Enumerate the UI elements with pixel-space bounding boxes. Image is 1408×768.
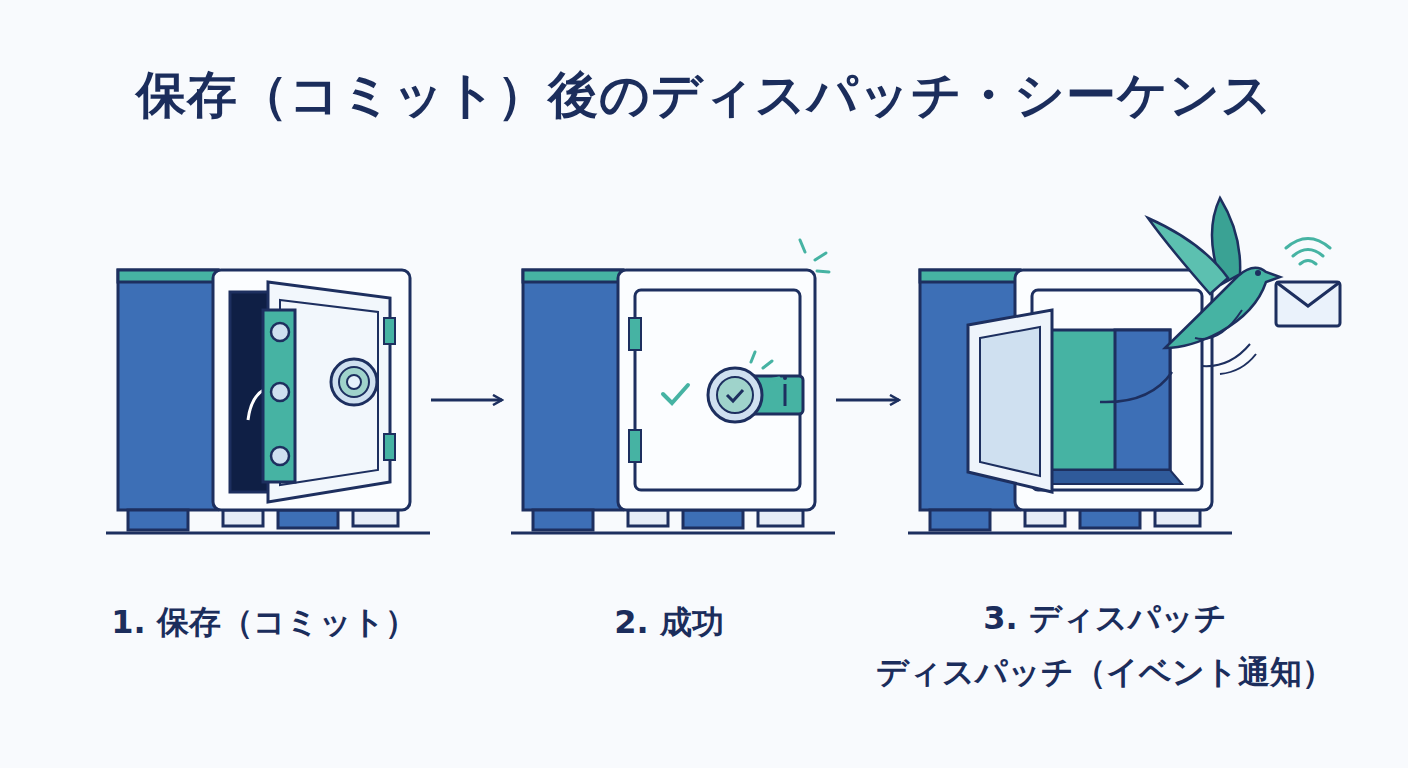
open-safe-part [347, 375, 361, 389]
open-safe-part [106, 270, 430, 533]
locked-safe-part [629, 318, 641, 350]
open-safe-part [331, 359, 377, 405]
open-safe-part [263, 310, 295, 482]
locked-safe-part [629, 430, 641, 462]
dispatch-safe-part [1255, 270, 1261, 276]
diagram-title: 保存（コミット）後のディスパッチ・シーケンス [0, 62, 1408, 129]
locked-safe-part [663, 385, 688, 403]
step-safe: 2. 成功 [518, 265, 820, 540]
dispatch-safe-part [1276, 282, 1340, 306]
dispatch-safe-part [908, 270, 1232, 533]
flow-arrow [836, 399, 899, 402]
open-safe-part [230, 292, 300, 492]
locked-safe-part [717, 377, 753, 413]
locked-safe-part [727, 390, 743, 401]
dispatch-safe-part [980, 327, 1040, 476]
locked-safe [511, 240, 835, 533]
dispatch-safe-part [1032, 290, 1202, 490]
step-caption: 2. 成功 [389, 595, 949, 649]
step-caption: 1. 保存（コミット） [0, 595, 544, 649]
step-caption: ディスパッチ（イベント通知） [825, 645, 1385, 699]
open-safe-part [271, 323, 289, 341]
dispatch-safe-part [1195, 310, 1242, 339]
dispatch-safe-part [968, 310, 1052, 492]
locked-safe-part [751, 352, 779, 380]
flow-arrow [431, 399, 502, 402]
dispatch-safe-part [1100, 372, 1172, 402]
dispatch-safe [908, 198, 1340, 533]
open-safe-part [384, 318, 395, 344]
step-safe: 3. ディスパッチディスパッチ（イベント通知） [915, 265, 1217, 540]
locked-safe-part [800, 240, 829, 272]
locked-safe-part [511, 270, 835, 533]
dispatch-safe-part [1286, 239, 1330, 265]
locked-safe-part [784, 384, 787, 406]
step-safe: 1. 保存（コミット） [113, 265, 415, 540]
open-safe-part [339, 367, 369, 397]
open-safe [106, 270, 430, 533]
open-safe-part [384, 434, 395, 460]
dispatch-safe-part [1038, 470, 1182, 484]
dispatch-safe-part [1276, 282, 1340, 326]
dispatch-safe-part [1050, 330, 1170, 470]
locked-safe-part [708, 368, 762, 422]
dispatch-safe-part [1202, 344, 1256, 374]
open-safe-part [271, 383, 289, 401]
open-safe-part [271, 447, 289, 465]
step-caption: 3. ディスパッチ [825, 591, 1385, 645]
dispatch-safe-part [1148, 218, 1228, 294]
locked-safe-part [783, 376, 787, 380]
